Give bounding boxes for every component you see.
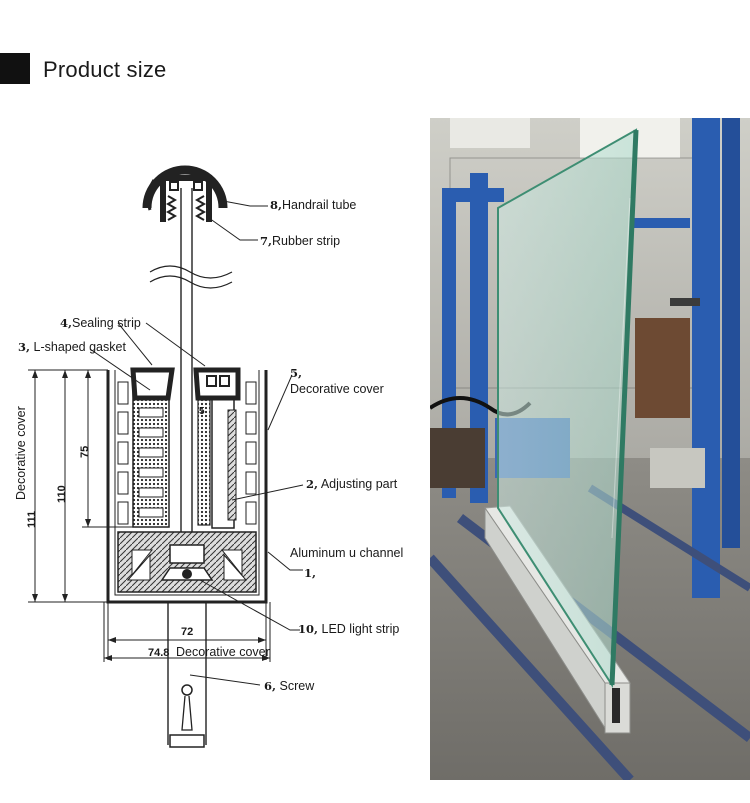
glass-railing-photo — [430, 118, 750, 780]
label-decorative-cover: Decorative cover — [290, 382, 384, 396]
label-screw: 6, Screw — [264, 679, 315, 693]
product-diagram: 111 110 75 72 74.8 5 Decorative cover 8,… — [0, 130, 430, 770]
product-photo — [430, 118, 750, 780]
label-sealing-strip: 4,Sealing strip — [60, 316, 141, 330]
label-aluminum-u-channel: Aluminum u channel — [290, 546, 404, 560]
header-square-icon — [0, 53, 30, 84]
label-adjusting-part: 2, Adjusting part — [306, 477, 398, 491]
dim-5: 5 — [199, 406, 205, 417]
label-rubber-strip: 7,Rubber strip — [260, 234, 341, 248]
section-title: Product size — [43, 57, 167, 82]
cross-section-drawing — [28, 165, 304, 748]
screw — [167, 602, 207, 748]
handrail-tube — [142, 165, 228, 222]
dim-74-8: 74.8 — [148, 647, 170, 659]
section-header: Product size — [0, 50, 400, 90]
dim-111: 111 — [26, 510, 38, 528]
dim-75: 75 — [79, 445, 91, 458]
label-aluminum-u-channel-num: 1, — [304, 566, 317, 580]
aluminum-channel — [106, 367, 268, 604]
glass-panel-lines — [149, 188, 233, 540]
label-l-shaped-gasket: 3, L-shaped gasket — [18, 340, 126, 354]
dimension-lines — [28, 369, 271, 662]
dim-110: 110 — [56, 485, 68, 503]
leader-lines — [89, 199, 304, 686]
label-led-light-strip: 10, LED light strip — [298, 622, 400, 636]
label-decorative-cover-vertical: Decorative cover — [14, 406, 28, 500]
dim-72: 72 — [181, 626, 194, 638]
label-decorative-cover-num: 5, — [290, 366, 303, 380]
label-decorative-cover-bottom: Decorative cover — [176, 645, 270, 659]
label-handrail-tube: 8,Handrail tube — [270, 198, 357, 212]
